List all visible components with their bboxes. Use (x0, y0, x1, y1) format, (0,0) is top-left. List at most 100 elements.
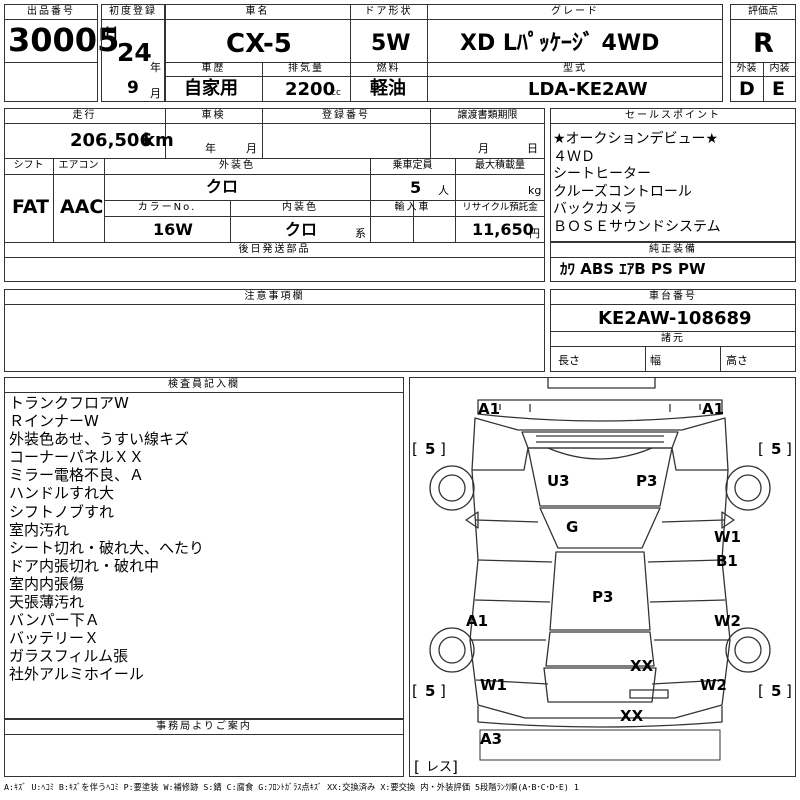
spec-height-label: 高さ (726, 354, 748, 367)
office-notice-box (4, 719, 404, 777)
sales-point-item: ４ＷＤ (553, 148, 595, 165)
color-number-value: 16W (153, 220, 193, 239)
interior-color-value: クロ (285, 220, 318, 239)
displacement-label: 排気量 (288, 63, 324, 74)
inspector-note: シート切れ・破れ大、へたり (9, 538, 205, 557)
office-notice-label: 事務局よりご案内 (156, 721, 252, 732)
tire-icons (429, 465, 771, 673)
vehicle-details-grid (4, 108, 545, 282)
chassis-number-label: 車台番号 (649, 291, 697, 302)
svg-text:]: ] (440, 440, 446, 458)
transfer-deadline-month: 月 (478, 142, 489, 155)
history-label: 車歴 (201, 63, 226, 74)
inspector-note: 室内内張傷 (9, 574, 85, 593)
exterior-color-label: 外装色 (219, 160, 255, 171)
genuine-equipment-box (550, 242, 796, 282)
import-label: 輸入車 (394, 202, 431, 213)
inspector-note: トランクフロアW (9, 394, 129, 412)
inspector-note: ＲインナーW (9, 412, 99, 431)
max-load-unit: kg (528, 184, 542, 197)
inspector-note: バンパー下Ａ (9, 611, 100, 630)
model-code-label: 型式 (563, 63, 587, 74)
tire-rating-front-left: 5 (425, 440, 435, 458)
specs-label: 諸元 (661, 333, 685, 344)
svg-text:[: [ (414, 758, 420, 776)
model-code-value: LDA-KE2AW (528, 79, 648, 100)
registration-year: 24 (117, 38, 152, 67)
capacity-label: 乗車定員 (392, 160, 433, 171)
aircon-label: エアコン (58, 160, 99, 171)
svg-text:]: ] (786, 682, 792, 700)
damage-code: A1 (702, 400, 724, 418)
shift-value: FAT (12, 196, 49, 218)
svg-text:[: [ (412, 682, 418, 700)
interior-grade-value: E (772, 78, 785, 100)
mileage-value: 206,506 (70, 130, 152, 151)
damage-map-frame (409, 377, 796, 777)
tire-rating-front-right: 5 (771, 440, 781, 458)
inspection-month-unit: 月 (246, 142, 257, 155)
displacement-value: 2200 (285, 79, 336, 100)
grade-value: XD Lﾊﾟｯｹｰｼﾞ 4WD (460, 31, 660, 56)
capacity-value: 5 (410, 178, 422, 197)
interior-color-label: 内装色 (282, 202, 318, 213)
main-info-grid (165, 4, 723, 102)
inspector-note: ドア内張切れ・破れ中 (9, 556, 160, 575)
chassis-number-value: KE2AW-108689 (598, 308, 752, 329)
recycle-fee-value: 11,650 (472, 220, 534, 239)
max-load-label: 最大積載量 (475, 160, 525, 171)
era-letter: H (105, 24, 118, 44)
registration-year-unit: 年 (150, 61, 161, 74)
genuine-equipment-label: 純正装備 (649, 244, 697, 255)
inspector-notes-list: トランクフロアW ＲインナーW 外装色あせ、うすい線キズ コーナーパネルＸＸ ミ… (9, 394, 204, 684)
inspector-note: バッテリーＸ (9, 629, 100, 648)
svg-text:[: [ (412, 440, 418, 458)
exterior-color-value: クロ (206, 177, 239, 196)
registration-number-label: 登録番号 (322, 110, 370, 121)
door-type-label: ドア形状 (364, 6, 413, 17)
inspector-note: コーナーパネルＸＸ (9, 448, 144, 467)
recycle-fee-unit: 円 (529, 227, 540, 240)
shift-label: シフト (13, 160, 44, 171)
sales-point-item: ★オークションデビュー★ (553, 131, 719, 147)
sales-point-item: ＢＯＳＥサウンドシステム (553, 218, 721, 235)
genuine-equipment-value: ｶﾜ ABS ｴｱB PS PW (560, 260, 706, 278)
sales-points-list: ★オークションデビュー★ ４ＷＤ シートヒーター クルーズコントロール バックカ… (553, 131, 721, 236)
car-name-label: 車名 (245, 6, 270, 17)
registration-month: 9 (127, 78, 139, 98)
inspector-note: 天張薄汚れ (9, 593, 85, 612)
sales-point-item: クルーズコントロール (553, 183, 692, 200)
chassis-box (550, 289, 796, 372)
car-name-value: CX-5 (226, 29, 292, 59)
inspector-note: ガラスフィルム張 (9, 647, 129, 666)
damage-code: A3 (480, 730, 502, 748)
svg-text:]: ] (452, 758, 458, 776)
fuel-value: 軽油 (370, 78, 406, 99)
svg-text:[: [ (758, 682, 764, 700)
spec-width-label: 幅 (650, 354, 661, 367)
displacement-unit: cc (331, 88, 341, 98)
spare-tire-status: レス (426, 760, 452, 775)
recycle-fee-label: リサイクル預託金 (462, 202, 538, 213)
inspection-label: 車検 (201, 110, 226, 121)
door-type-value: 5W (371, 31, 411, 56)
mileage-label: 走行 (72, 110, 97, 121)
inspector-note: 社外アルミホイール (9, 665, 144, 684)
lot-number-value: 30005 (8, 21, 120, 59)
grade-label: グレード (551, 6, 599, 17)
damage-code: W2 (700, 676, 727, 694)
lot-number-label: 出品番号 (27, 6, 75, 17)
spec-length-label: 長さ (558, 354, 580, 367)
capacity-unit: 人 (438, 184, 449, 197)
svg-text:]: ] (440, 682, 446, 700)
transfer-deadline-label: 譲渡書類期限 (457, 110, 518, 121)
sales-point-item: バックカメラ (553, 201, 637, 217)
damage-legend: A:ｷｽﾞ U:ﾍｺﾐ B:ｷｽﾞを伴うﾍｺﾐ P:要塗装 W:補修跡 S:錆 … (4, 782, 579, 792)
sales-points-label: セールスポイント (625, 110, 721, 121)
color-number-label: カラーNo. (137, 202, 197, 213)
exterior-grade-value: D (739, 78, 755, 100)
damage-code: W1 (480, 676, 507, 694)
damage-code: W2 (714, 612, 741, 630)
caution-label: 注意事項欄 (244, 291, 305, 302)
